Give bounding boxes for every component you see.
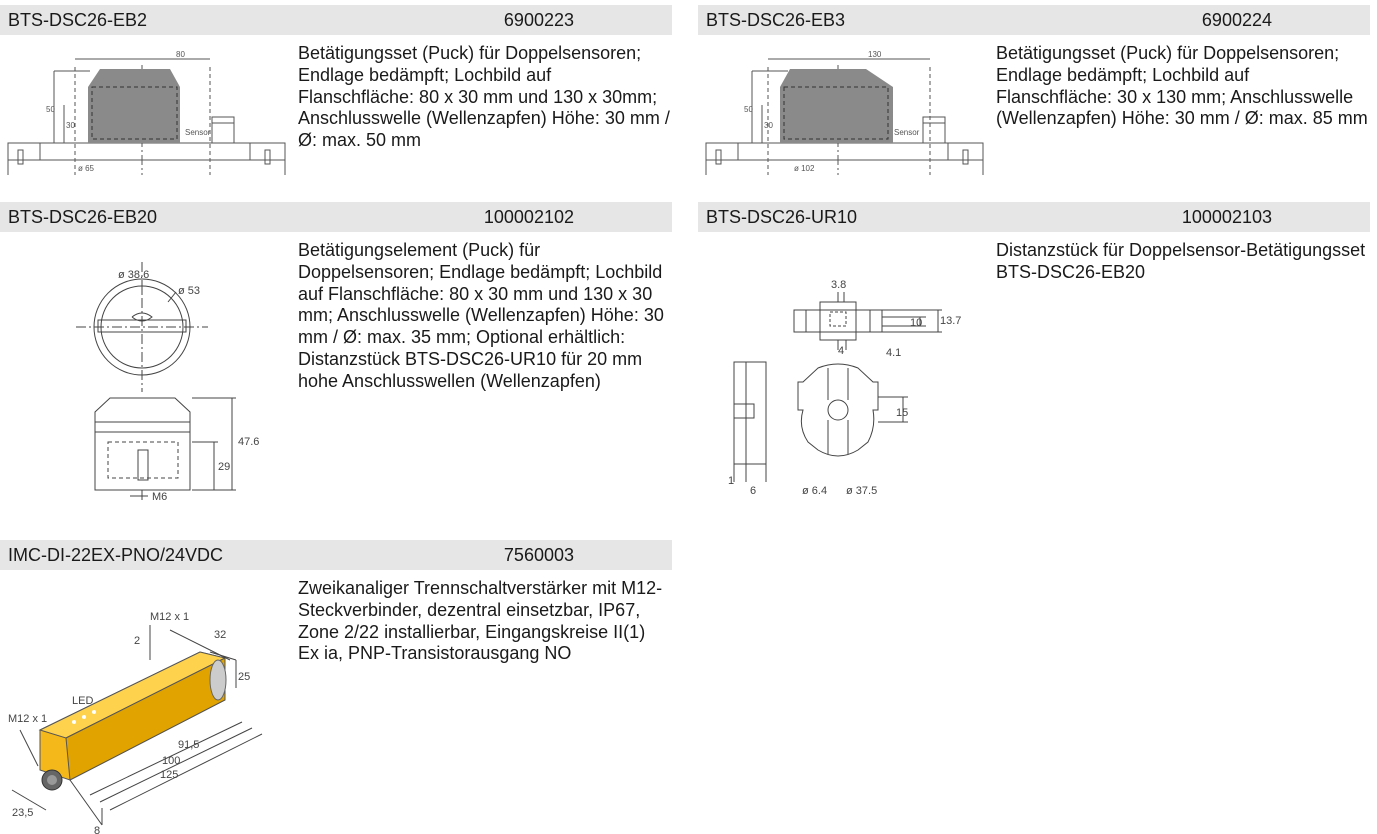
dim-label: 130 xyxy=(868,50,882,59)
dim-label: 8 xyxy=(94,825,100,834)
product-name: BTS-DSC26-UR10 xyxy=(706,206,858,227)
eb2-drawing: 80 50 30 ø 65 Sensor xyxy=(7,50,286,175)
product-card-eb2: BTS-DSC26-EB2 6900223 xyxy=(0,5,672,175)
dim-label: 100 xyxy=(162,755,180,767)
dim-label: 3.8 xyxy=(831,279,846,291)
dim-label: 125 xyxy=(160,769,178,781)
product-name: BTS-DSC26-EB2 xyxy=(8,9,148,30)
product-code: 100002102 xyxy=(483,206,574,227)
product-description: Betätigungsset (Puck) für Doppelsensoren… xyxy=(996,43,1368,129)
product-name: IMC-DI-22EX-PNO/24VDC xyxy=(8,544,224,565)
product-code: 6900224 xyxy=(1201,9,1272,30)
dim-label: 13.7 xyxy=(940,315,961,327)
dim-label: ø 6.4 xyxy=(802,485,827,497)
dim-label: 6 xyxy=(750,485,756,497)
dim-label: ø 53 xyxy=(178,285,200,297)
dim-label: ø 38.6 xyxy=(118,269,149,281)
eb20-drawing: ø 38.6 ø 53 47.6 29 M6 xyxy=(76,262,259,502)
product-header: BTS-DSC26-EB3 6900224 xyxy=(698,5,1370,35)
dim-label: Sensor xyxy=(894,128,920,137)
dim-label: 4 xyxy=(838,345,844,357)
product-header: BTS-DSC26-EB2 6900223 xyxy=(0,5,672,35)
dim-label: 10 xyxy=(910,317,922,329)
dim-label: 30 xyxy=(66,121,75,130)
product-code: 100002103 xyxy=(1181,206,1272,227)
product-code: 6900223 xyxy=(503,9,574,30)
product-header: IMC-DI-22EX-PNO/24VDC 7560003 xyxy=(0,540,672,570)
dim-label: M6 xyxy=(152,491,167,502)
dim-label: 23,5 xyxy=(12,807,33,819)
product-card-eb20: BTS-DSC26-EB20 100002102 xyxy=(0,202,672,502)
eb3-drawing: 130 50 30 ø 102 Sensor xyxy=(705,50,984,175)
dim-label: 80 xyxy=(176,50,185,59)
dim-label: 50 xyxy=(46,105,55,114)
dim-label: 1 xyxy=(728,475,734,487)
dim-label: 25 xyxy=(238,671,250,683)
product-code: 7560003 xyxy=(503,544,574,565)
dim-label: M12 x 1 xyxy=(150,611,189,623)
imc-drawing: M12 x 1 M12 x 1 LED 2 32 25 91,5 100 125… xyxy=(8,611,263,834)
dim-label: ø 102 xyxy=(794,164,815,173)
product-description: Betätigungsset (Puck) für Doppelsensoren… xyxy=(298,43,670,151)
dim-label: 4.1 xyxy=(886,347,901,359)
dim-label: 50 xyxy=(744,105,753,114)
dim-label: 15 xyxy=(896,407,908,419)
dim-label: ø 37.5 xyxy=(846,485,877,497)
product-name: BTS-DSC26-EB20 xyxy=(8,206,158,227)
product-description: Betätigungselement (Puck) für Doppelsens… xyxy=(298,240,664,391)
product-description: Zweikanaliger Trennschaltverstärker mit … xyxy=(298,578,663,664)
dim-label: 2 xyxy=(134,635,140,647)
product-description: Distanzstück für Doppelsensor-Betätigung… xyxy=(996,240,1366,282)
ur10-drawing: 3.8 10 13.7 4 4.1 15 1 6 ø 6.4 ø 37.5 xyxy=(728,279,961,497)
product-card-ur10: BTS-DSC26-UR10 100002103 xyxy=(698,202,1370,497)
product-card-eb3: BTS-DSC26-EB3 6900224 xyxy=(698,5,1370,175)
dim-label: 47.6 xyxy=(238,436,259,448)
dim-label: 29 xyxy=(218,461,230,473)
dim-label: 91,5 xyxy=(178,739,199,751)
product-header: BTS-DSC26-UR10 100002103 xyxy=(698,202,1370,232)
dim-label: 32 xyxy=(214,629,226,641)
product-name: BTS-DSC26-EB3 xyxy=(706,9,846,30)
dim-label: Sensor xyxy=(185,128,211,137)
product-card-imc: IMC-DI-22EX-PNO/24VDC 7560003 xyxy=(0,540,672,834)
dim-label: M12 x 1 xyxy=(8,713,47,725)
dim-label: ø 65 xyxy=(78,164,95,173)
dim-label: 30 xyxy=(764,121,773,130)
dim-label: LED xyxy=(72,695,93,707)
product-header: BTS-DSC26-EB20 100002102 xyxy=(0,202,672,232)
